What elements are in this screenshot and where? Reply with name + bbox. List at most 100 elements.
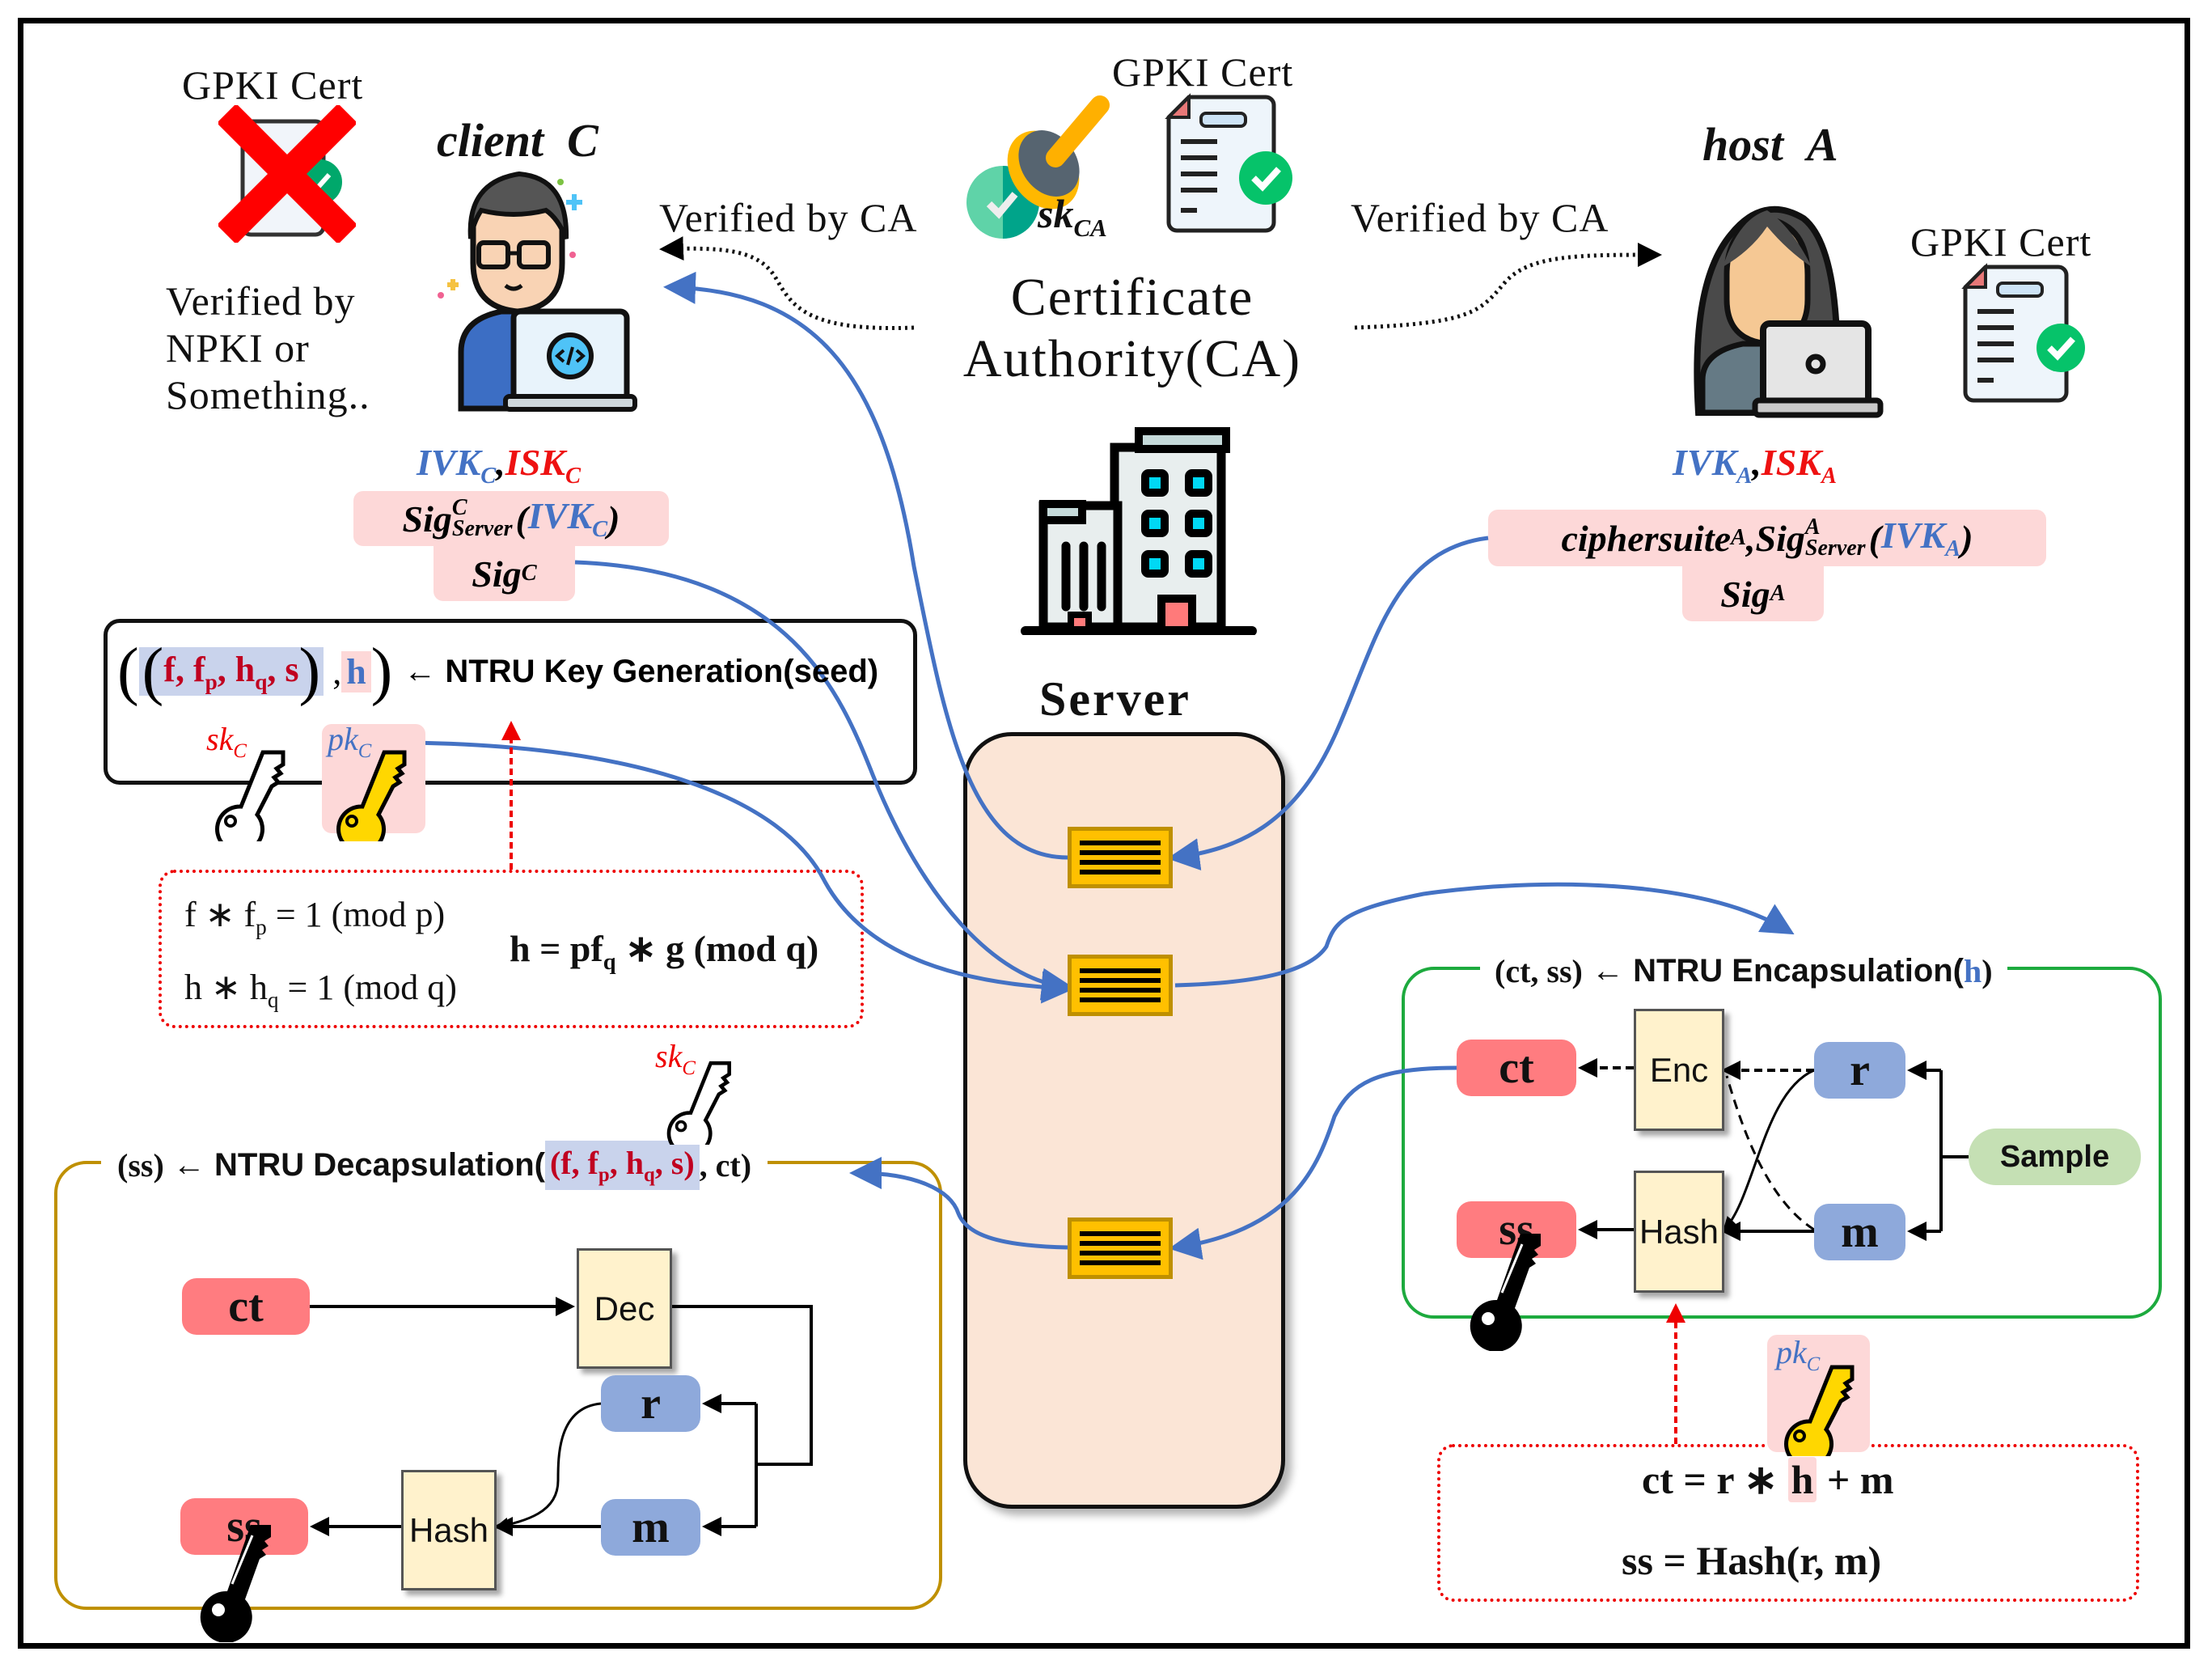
- client-note-line2: NPKI or: [166, 325, 310, 371]
- decap-sk-sub: C: [682, 1057, 696, 1079]
- encap-proc-hash: Hash: [1634, 1171, 1724, 1293]
- client-sig-own-text: Sig: [472, 553, 522, 595]
- client-identity-keys: IVKC,ISKC: [417, 442, 581, 489]
- kg-sk-label: skC: [206, 720, 247, 763]
- kg-pk-text: pk: [328, 721, 358, 757]
- decap-arg-f: (f, f: [549, 1144, 598, 1181]
- kg-eq1-rest: = 1 (mod p): [266, 895, 446, 934]
- host-cert-label: GPKI Cert: [1910, 219, 2092, 265]
- host-sig-ivk-sub: A: [1945, 536, 1961, 562]
- encap-title-post: ): [1981, 952, 1993, 989]
- ca-verified-right-label: Verified by CA: [1351, 195, 1609, 240]
- encapsulation-title: (ct, ss) ← NTRU Encapsulation(h): [1480, 934, 2007, 1007]
- decap-node-r: r: [601, 1375, 700, 1432]
- encap-eq2: ss = Hash(r, m): [1622, 1538, 1882, 1583]
- kg-s: s: [285, 649, 299, 689]
- decap-sk-label: skC: [655, 1037, 696, 1080]
- host-letter: A: [1806, 118, 1838, 171]
- host-sig-own-sub: A: [1770, 581, 1786, 606]
- key-generation-formula: ( ( f, fp, hq, s ) , h ) ← NTRU Key Gene…: [117, 636, 879, 707]
- host-identity-keys: IVKA,ISKA: [1673, 442, 1837, 489]
- encap-shared-secret-key-icon: [1464, 1230, 1553, 1355]
- host-isk-sub: A: [1821, 464, 1837, 489]
- host-title: host A: [1702, 117, 1838, 172]
- encap-node-sample: Sample: [1969, 1129, 2141, 1185]
- client-note-line1: Verified by: [166, 278, 356, 324]
- ca-verified-left-label: Verified by CA: [659, 195, 918, 240]
- kg-operation: ← NTRU Key Generation(seed): [404, 653, 879, 689]
- ca-stamp-icon: [958, 89, 1120, 255]
- encap-eq1-post: + m: [1817, 1457, 1894, 1502]
- host-ivk-sub: A: [1736, 464, 1753, 489]
- client-sig-own-sub: C: [521, 561, 537, 586]
- kg-public-h: h: [341, 650, 371, 692]
- decap-title-pre: (ss): [117, 1146, 164, 1184]
- encap-pk-sub: C: [1806, 1353, 1821, 1375]
- encap-title-pre: (ct, ss): [1495, 952, 1583, 989]
- host-name: host: [1702, 118, 1783, 171]
- keygen-eq2: h ∗ hq = 1 (mod q): [184, 967, 457, 1013]
- client-cert-rejected-icon: [218, 105, 356, 243]
- kg-f: f: [163, 649, 176, 689]
- server-message-1[interactable]: [1068, 827, 1173, 888]
- host-cert-icon: [1953, 263, 2099, 413]
- decap-proc-hash: Hash: [401, 1470, 497, 1590]
- kg-fp: f: [192, 649, 205, 689]
- encap-node-m: m: [1814, 1204, 1905, 1260]
- encap-proc-enc: Enc: [1634, 1009, 1724, 1131]
- host-avatar-icon: [1666, 178, 1893, 425]
- ca-title: Certificate Authority(CA): [934, 267, 1330, 390]
- client-letter: C: [567, 114, 598, 167]
- host-sig-ivk: IVK: [1880, 514, 1946, 556]
- decap-node-ct: ct: [182, 1278, 310, 1335]
- decap-title-post: , ct): [699, 1146, 752, 1184]
- host-sig-sup: A: [1804, 515, 1821, 540]
- encap-node-r: r: [1814, 1042, 1905, 1099]
- host-ciphersuite-sub: A: [1731, 525, 1747, 550]
- host-isk: ISK: [1761, 442, 1821, 483]
- encap-title-op: ← NTRU Encapsulation(: [1591, 952, 1965, 989]
- kg-eq2-sub: q: [267, 987, 279, 1012]
- kg-eq1-text: f ∗ f: [184, 895, 256, 934]
- encap-eq1: ct = r ∗ h + m: [1642, 1456, 1894, 1503]
- client-sig-sup: C: [451, 495, 467, 520]
- ca-cert-label: GPKI Cert: [1112, 49, 1294, 95]
- public-key-gold-icon: [324, 744, 421, 854]
- kg-hq: h: [235, 649, 256, 689]
- client-sig-ivk: IVK: [527, 494, 593, 536]
- decap-sk-text: sk: [655, 1038, 683, 1074]
- client-isk-sub: C: [565, 464, 581, 489]
- ca-title-line2: Authority(CA): [962, 329, 1302, 388]
- client-avatar-icon: [429, 166, 639, 421]
- decap-secret-key-white-icon: [651, 1056, 748, 1157]
- client-sig-sub: Server: [451, 516, 513, 541]
- secret-key-white-icon: [202, 744, 299, 854]
- host-sig-sub: Server: [1804, 536, 1866, 561]
- kg-fp-sub: p: [205, 669, 218, 694]
- ca-building-icon: [1017, 409, 1260, 639]
- decap-arg-f-sub: p: [598, 1163, 610, 1186]
- client-name: client: [437, 114, 544, 167]
- client-isk: ISK: [505, 442, 565, 483]
- host-ciphersuite: ciphersuite: [1561, 517, 1732, 559]
- decap-arg-h: , h: [609, 1144, 644, 1181]
- encap-pk-text: pk: [1776, 1334, 1807, 1370]
- server-message-2[interactable]: [1068, 955, 1173, 1016]
- host-ivk: IVK: [1673, 442, 1737, 483]
- encap-eq1-h: h: [1787, 1457, 1817, 1502]
- kg-pk-label: pkC: [328, 720, 371, 763]
- kg-eq1-sub: p: [256, 914, 267, 939]
- server-label: Server: [1039, 672, 1191, 726]
- decap-shared-secret-key-icon: [194, 1521, 283, 1646]
- keygen-eq3: h = pfq ∗ g (mod q): [510, 926, 818, 976]
- server-message-3[interactable]: [1068, 1218, 1173, 1279]
- decap-node-m: m: [601, 1499, 700, 1556]
- kg-sk-text: sk: [206, 721, 234, 757]
- kg-eq3-text: h = pf: [510, 928, 603, 969]
- kg-hq-sub: q: [255, 669, 268, 694]
- decap-title-op: ← NTRU Decapsulation(: [172, 1146, 545, 1183]
